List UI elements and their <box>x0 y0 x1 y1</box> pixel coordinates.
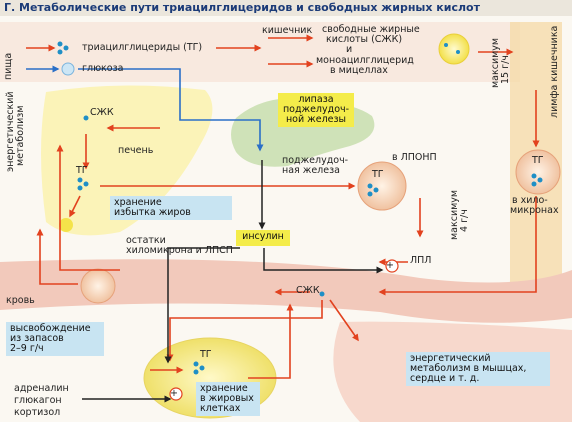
label-glucose: глюкоза <box>82 63 124 74</box>
label-adrenaline: адреналин <box>14 383 69 394</box>
tg-molecule-icon <box>57 41 543 375</box>
label-pancreas-2: ная железа <box>282 165 340 176</box>
label-energy-2: метаболизм <box>15 105 26 166</box>
energy-muscle-box: энергетический метаболизм в мышцах, серд… <box>406 352 550 386</box>
arrow-insulin-fat <box>164 247 240 364</box>
label-vldl: в ЛПОНП <box>392 152 437 163</box>
label-lipase-1: липаза <box>298 94 334 105</box>
label-plus-fat: + <box>170 388 178 399</box>
label-liver: печень <box>118 145 154 156</box>
blood-vessel <box>0 259 572 323</box>
label-release-3: 2–9 г/ч <box>10 343 44 354</box>
arrow-ffa-fat <box>166 300 323 362</box>
label-fat-storage-2: в жировых <box>200 393 254 404</box>
fat-droplet-icon <box>59 218 73 232</box>
label-fat-storage-1: хранение <box>200 383 248 394</box>
label-energy-muscle-1: энергетический <box>410 353 491 364</box>
label-storage-2: избытка жиров <box>114 207 191 218</box>
plus-marker <box>169 259 399 401</box>
label-storage-1: хранение <box>114 197 162 208</box>
arrow-chylo-down <box>378 196 537 296</box>
label-tg-chylo-2: микронах <box>510 205 559 216</box>
label-intestine: кишечник <box>262 25 313 36</box>
insulin-box: инсулин <box>236 230 290 246</box>
label-ffa-blood: СЖК <box>296 285 320 296</box>
label-energy-muscle-2: метаболизм в мышцах, <box>410 363 527 374</box>
label-tg-chylo-1: в хило- <box>512 195 548 206</box>
label-lymph: лимфа кишечника <box>549 25 560 118</box>
fat-storage-box: хранение в жировых клетках <box>196 382 260 416</box>
label-energy-muscle-3: сердце и т. д. <box>410 373 480 384</box>
arrow-fat-release <box>248 303 294 379</box>
label-remnants-1: остатки <box>126 235 166 246</box>
label-tg-chylo: ТГ <box>532 155 544 166</box>
intestine-band <box>0 22 520 82</box>
glucose-icon <box>61 62 75 76</box>
label-ffa-1: свободные жирные <box>322 24 420 35</box>
label-tg-fat: ТГ <box>200 349 212 360</box>
storage-excess-box: хранение избытка жиров <box>110 196 232 220</box>
arrow-remnant-liver <box>36 228 78 285</box>
label-tg-food: триацилглицериды (ТГ) <box>82 42 203 53</box>
arrow-tg-droplet <box>69 195 81 218</box>
vldl-particle-icon <box>357 161 407 211</box>
label-ffa-liver: СЖК <box>90 107 114 118</box>
label-ffa-2: кислоты (СЖК) <box>326 34 403 45</box>
arrow-glucose-liver <box>78 68 264 152</box>
label-tg-vldl: ТГ <box>372 169 384 180</box>
label-fat-storage-3: клетках <box>200 403 241 414</box>
label-release-1: высвобождение <box>10 323 91 334</box>
release-box: высвобождение из запасов 2–9 г/ч <box>6 322 104 356</box>
remnant-particle-icon <box>80 268 116 304</box>
label-lipase-2: поджелудоч- <box>282 104 350 115</box>
arrow-ffa-muscle <box>329 299 359 342</box>
arrow-ffa-energy-liver <box>56 144 120 271</box>
label-max4-2: 4 г/ч <box>459 209 470 232</box>
chylomicron-particle-icon <box>515 149 561 195</box>
label-max15-2: 15 г/ч <box>500 55 511 84</box>
label-plus-lpl: + <box>386 260 394 271</box>
lipase-box: липаза поджелудоч- ной железы <box>278 93 354 127</box>
arrow-insulin-lpl <box>263 248 384 274</box>
label-mono-2: в мицеллах <box>330 65 388 76</box>
label-tg-liver: ТГ <box>76 165 88 176</box>
label-remnants-2: хиломикрона и ЛПСП <box>126 245 233 256</box>
label-mono-1: моноацилглицерид <box>316 55 414 66</box>
label-and: и <box>346 44 353 55</box>
diagram-title: Г. Метаболические пути триацилглицеридов… <box>0 0 572 16</box>
label-lpl: ЛПЛ <box>410 255 432 266</box>
label-pancreas-1: поджелудоч- <box>282 155 349 166</box>
label-food: пища <box>3 52 14 80</box>
label-release-2: из запасов <box>10 333 64 344</box>
label-glucagon: глюкагон <box>14 395 62 406</box>
label-lipase-3: ной железы <box>285 114 347 125</box>
label-cortisol: кортизол <box>14 407 61 418</box>
label-blood: кровь <box>6 295 35 306</box>
micelle-icon <box>438 33 470 65</box>
liver-shape <box>41 85 213 236</box>
label-insulin: инсулин <box>242 231 284 242</box>
